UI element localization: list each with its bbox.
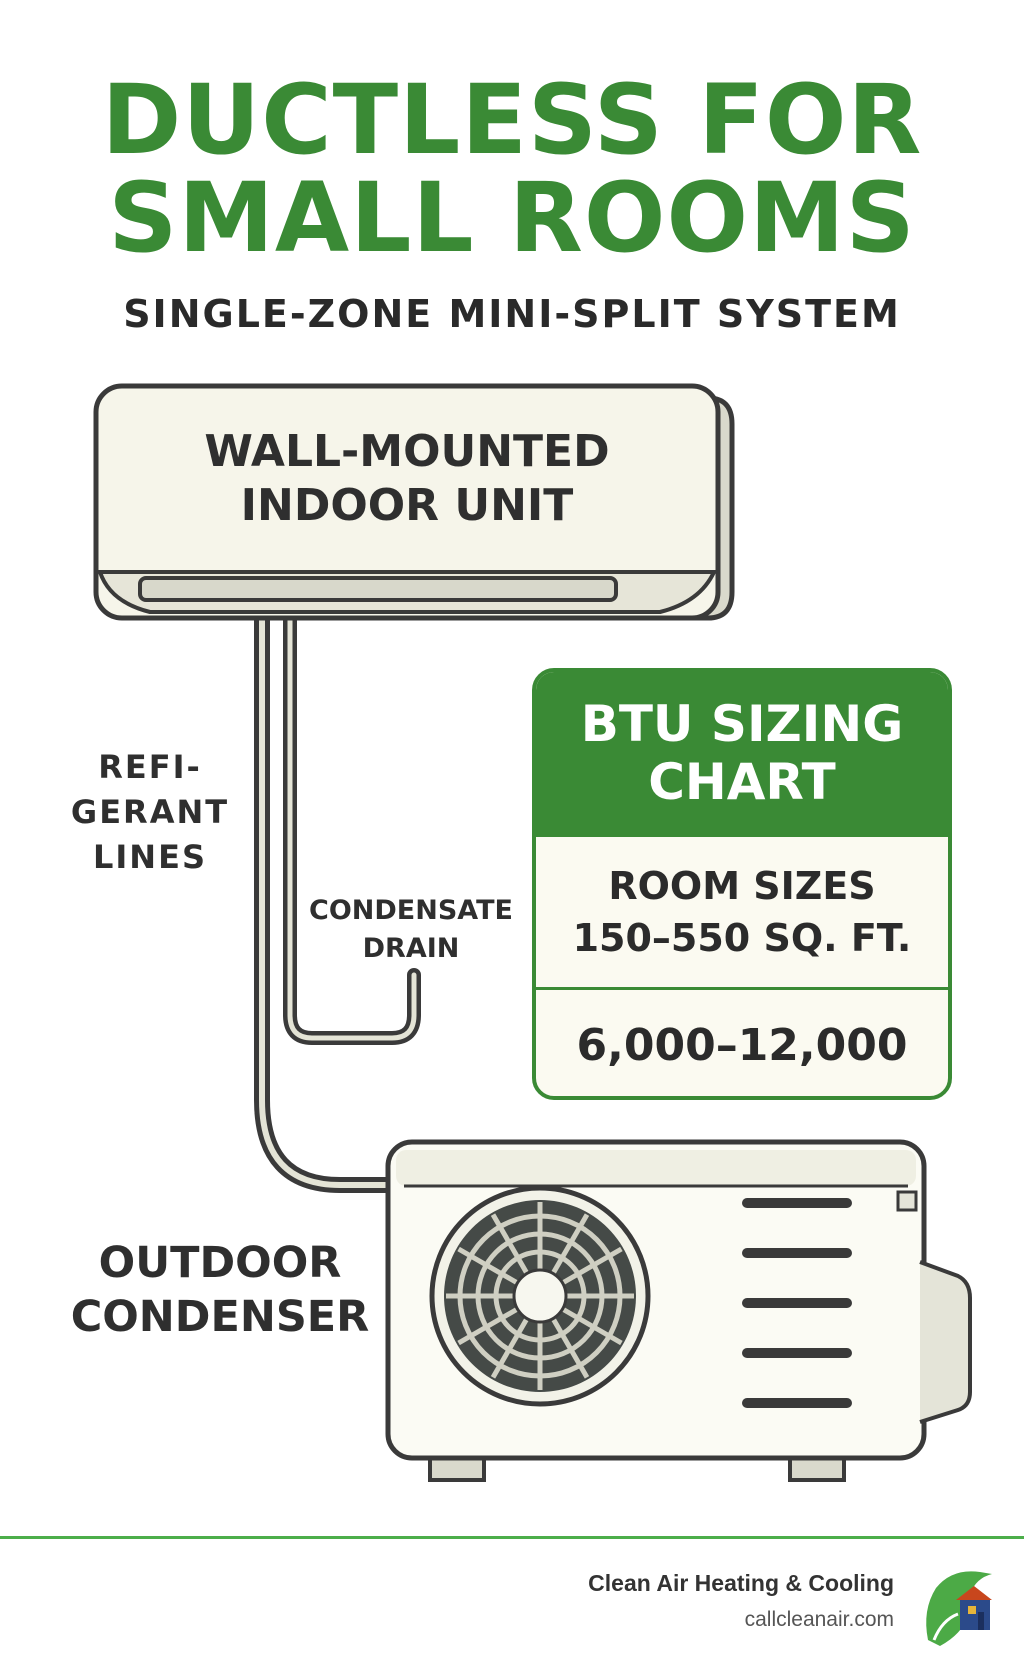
indoor-unit-label: WALL-MOUNTED INDOOR UNIT	[204, 426, 610, 531]
btu-chart-heading: BTU SIZING CHART	[536, 672, 948, 834]
fan-spoke	[550, 1317, 590, 1379]
outdoor-vent-slats	[742, 1198, 852, 1408]
fan-spoke	[550, 1213, 590, 1275]
title-line-2: SMALL ROOMS	[108, 162, 916, 274]
outdoor-condenser-label: OUTDOOR CONDENSER	[70, 1238, 370, 1342]
company-name: Clean Air Heating & Cooling	[588, 1570, 894, 1596]
fan-spoke	[490, 1317, 530, 1379]
fan-grille	[429, 1185, 651, 1407]
btu-range-value: 6,000–12,000	[576, 1019, 908, 1071]
refrigerant-lines-label: REFI- GERANT LINES	[70, 748, 230, 876]
title-line-1: DUCTLESS FOR	[101, 64, 923, 176]
subtitle: SINGLE-ZONE MINI-SPLIT SYSTEM	[123, 292, 901, 336]
fan-spoke	[561, 1246, 623, 1286]
fan-spoke	[457, 1246, 519, 1286]
fan-spoke	[561, 1306, 623, 1346]
house-logo-icon	[926, 1571, 992, 1646]
btu-room-sizes: ROOM SIZES 150–550 SQ. FT.	[536, 834, 948, 990]
fan-spoke	[490, 1213, 530, 1275]
btu-sizing-chart: BTU SIZING CHART ROOM SIZES 150–550 SQ. …	[532, 668, 952, 1100]
condensate-drain-label: CONDENSATE DRAIN	[309, 895, 513, 964]
company-url[interactable]: callcleanair.com	[744, 1608, 894, 1631]
condensate-drain-line	[283, 608, 421, 1045]
fan-spoke	[457, 1306, 519, 1346]
footer-divider	[0, 1536, 1024, 1539]
indoor-unit	[93, 383, 735, 621]
